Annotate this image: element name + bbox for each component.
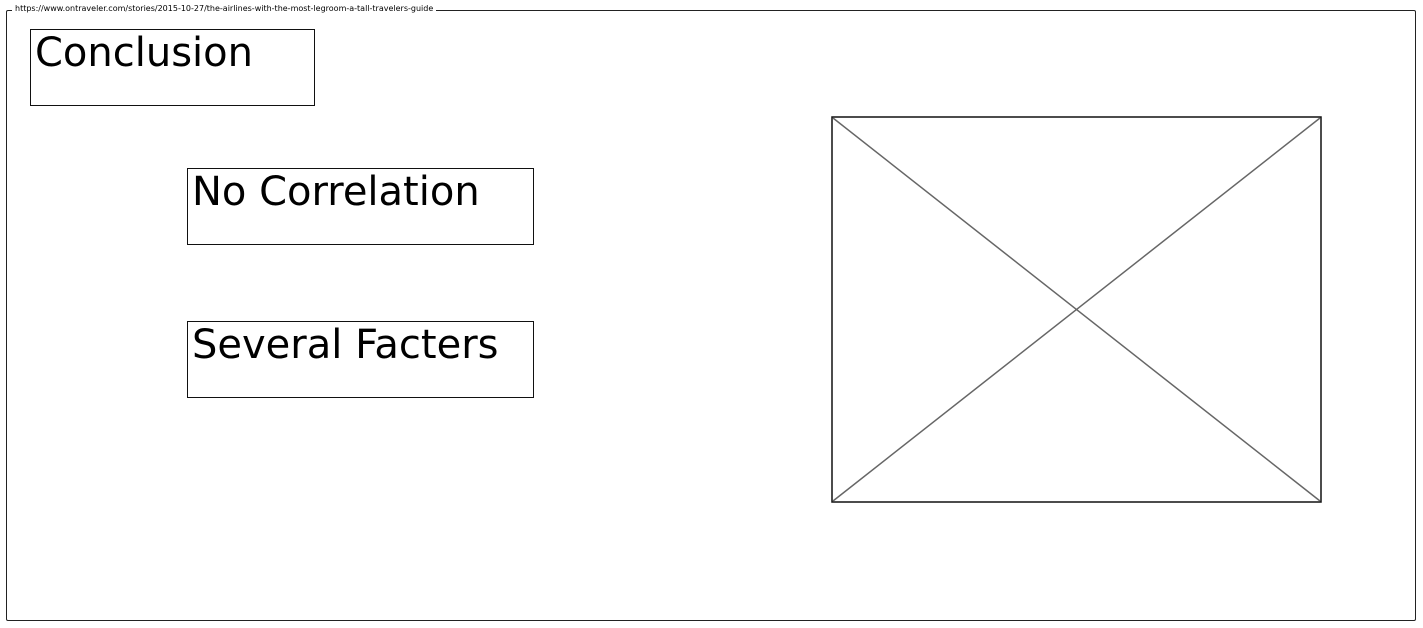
image-placeholder[interactable] [831, 116, 1322, 503]
several-facters-box[interactable]: Several Facters [187, 321, 534, 398]
several-facters-text: Several Facters [192, 322, 499, 368]
url-label[interactable]: https://www.ontraveler.com/stories/2015-… [12, 3, 437, 14]
no-correlation-text: No Correlation [192, 169, 480, 215]
image-placeholder-icon [831, 116, 1322, 503]
no-correlation-box[interactable]: No Correlation [187, 168, 534, 245]
browser-frame [6, 10, 1416, 621]
conclusion-box[interactable]: Conclusion [30, 29, 315, 106]
conclusion-text: Conclusion [35, 30, 253, 76]
